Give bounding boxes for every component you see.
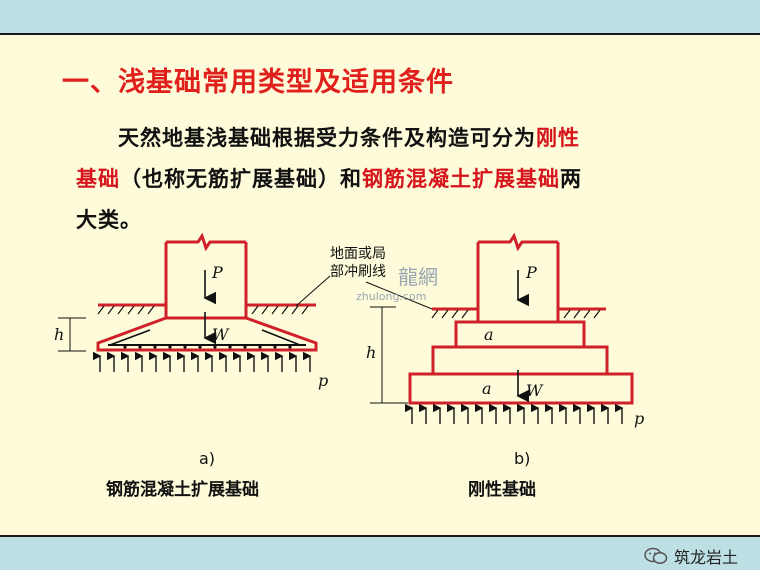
para-text-2: （也称无筋扩展基础）和	[120, 166, 362, 191]
subfigure-label-b: b)	[514, 449, 531, 468]
para-red-rc: 钢筋混凝土扩展基础	[362, 166, 560, 191]
label-p-a: p	[318, 371, 328, 390]
label-h-a: h	[54, 325, 64, 344]
caption-rigid-footing: 刚性基础	[468, 480, 536, 500]
watermark-cn: 龍網	[398, 265, 438, 289]
label-P-b: P	[525, 263, 537, 282]
watermark-url: zhulong.com	[356, 290, 426, 303]
ground-note-line1: 地面或局	[330, 246, 386, 262]
label-W-a: W	[212, 325, 230, 344]
para-text-4: 大类。	[76, 207, 142, 232]
label-h-b: h	[366, 343, 376, 362]
subfigure-label-a: a)	[199, 449, 216, 468]
para-text-1: 天然地基浅基础根据受力条件及构造可分为	[118, 125, 536, 150]
label-P-a: P	[211, 263, 223, 282]
label-W-b: W	[526, 381, 544, 400]
top-band	[0, 0, 760, 35]
ground-note-line2: 部冲刷线	[330, 264, 386, 280]
bottom-band	[0, 535, 760, 570]
label-a-top: a	[484, 325, 494, 344]
figure-a-spread-footing: P W h p	[54, 232, 328, 390]
wechat-icon	[644, 547, 668, 564]
para-red-foundation: 基础	[76, 166, 120, 191]
brand-name: 筑龙岩土	[673, 548, 738, 567]
figure-b-rigid-footing: a a P W h p	[366, 232, 644, 428]
page-title: 一、浅基础常用类型及适用条件	[62, 67, 454, 98]
para-red-rigid: 刚性	[536, 125, 580, 150]
intro-paragraph: 天然地基浅基础根据受力条件及构造可分为刚性 基础（也称无筋扩展基础）和钢筋混凝土…	[76, 117, 676, 240]
label-p-b: p	[634, 409, 644, 428]
caption-rc-spread-footing: 钢筋混凝土扩展基础	[106, 480, 259, 500]
label-a-bottom: a	[482, 379, 492, 398]
brand-watermark: 筑龙岩土	[644, 544, 738, 568]
para-text-3: 两	[560, 166, 582, 191]
